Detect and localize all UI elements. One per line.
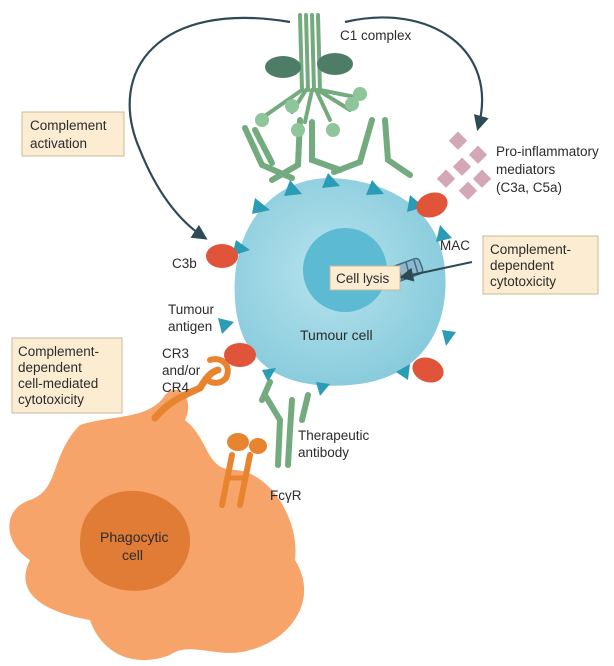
therapeutic-antibody xyxy=(259,379,311,468)
svg-text:and/or: and/or xyxy=(162,363,201,378)
svg-text:cell: cell xyxy=(122,547,143,563)
svg-text:cell-mediated: cell-mediated xyxy=(18,376,98,391)
svg-text:dependent: dependent xyxy=(490,258,554,273)
therapeutic-antibody-label: Therapeutic antibody xyxy=(298,428,370,460)
cell-lysis-box: Cell lysis xyxy=(329,265,401,291)
cdcc-box: Complement- dependent cell-mediated cyto… xyxy=(11,337,123,414)
c3b-label: C3b xyxy=(172,256,197,271)
phagocytic-cell-label: Phagocytic cell xyxy=(100,529,168,563)
phagocyte-nucleus xyxy=(80,490,191,591)
svg-text:Complement-: Complement- xyxy=(18,344,99,359)
pro-inflammatory-label: Pro-inflammatory mediators (C3a, C5a) xyxy=(496,144,599,195)
complement-activation-box: Complement activation xyxy=(21,111,125,157)
tumour-antigens xyxy=(218,173,456,396)
tumour-antigen-label: Tumour antigen xyxy=(168,302,215,334)
svg-text:Therapeutic: Therapeutic xyxy=(298,428,370,443)
antibodies-top xyxy=(242,117,413,183)
svg-text:CR3: CR3 xyxy=(162,346,189,361)
svg-text:Complement-: Complement- xyxy=(490,242,571,257)
svg-text:antigen: antigen xyxy=(168,319,212,334)
activation-arrow-left xyxy=(128,16,291,240)
svg-text:mediators: mediators xyxy=(496,162,556,177)
c3b-molecules xyxy=(206,192,448,383)
phagocytic-cell xyxy=(9,356,305,661)
svg-text:(C3a, C5a): (C3a, C5a) xyxy=(496,180,562,195)
pro-inflammatory-mediators xyxy=(436,131,492,200)
svg-text:CR4: CR4 xyxy=(162,380,189,395)
tumour-cell-label: Tumour cell xyxy=(300,327,373,343)
svg-text:Complement: Complement xyxy=(30,118,107,133)
fcr-receptor xyxy=(219,433,267,508)
svg-text:Phagocytic: Phagocytic xyxy=(100,529,168,545)
svg-text:cytotoxicity: cytotoxicity xyxy=(490,274,556,289)
mac-label: MAC xyxy=(440,238,470,253)
c1-complex-label: C1 complex xyxy=(340,28,412,43)
svg-text:cytotoxicity: cytotoxicity xyxy=(18,392,84,407)
svg-text:antibody: antibody xyxy=(298,445,349,460)
svg-text:Tumour: Tumour xyxy=(168,302,215,317)
lysis-arrow xyxy=(399,261,473,282)
fcr-label: FcγR xyxy=(270,488,302,503)
svg-text:activation: activation xyxy=(30,136,87,151)
cdc-box: Complement- dependent cytotoxicity xyxy=(482,235,599,295)
cr3-receptor xyxy=(151,366,222,422)
svg-text:Pro-inflammatory: Pro-inflammatory xyxy=(496,144,599,159)
activation-arrow-right xyxy=(344,16,489,131)
c1-complex xyxy=(255,13,367,137)
svg-text:Cell lysis: Cell lysis xyxy=(336,271,390,286)
cr-label: CR3 and/or CR4 xyxy=(162,346,201,395)
svg-text:dependent: dependent xyxy=(18,360,82,375)
